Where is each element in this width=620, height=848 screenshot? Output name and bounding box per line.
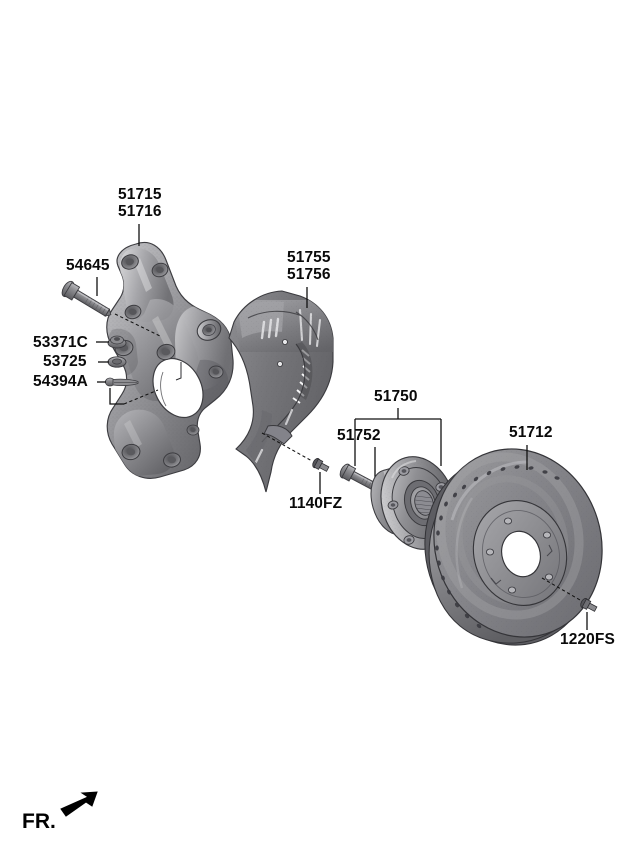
part-cotter-pin-54394A: 54394A bbox=[33, 373, 159, 405]
shield-mount-hole-upper bbox=[282, 339, 288, 345]
bracket-51750 bbox=[354, 418, 442, 466]
part-label-51755: 51755 bbox=[287, 249, 331, 266]
part-label-51756: 51756 bbox=[287, 266, 331, 283]
orientation-label: FR. bbox=[22, 810, 56, 833]
brake-disc-center-bore bbox=[501, 530, 541, 578]
knuckle-hub-bore bbox=[152, 357, 204, 419]
part-label-51712: 51712 bbox=[509, 424, 553, 441]
part-label-1140FZ: 1140FZ bbox=[289, 495, 343, 512]
part-label-54645: 54645 bbox=[66, 257, 110, 274]
orientation-marker: FR. bbox=[22, 791, 98, 833]
part-label-54394A: 54394A bbox=[33, 373, 88, 390]
part-label-53725: 53725 bbox=[43, 353, 87, 370]
part-bolt-54645: 54645 bbox=[61, 257, 161, 337]
part-label-51750: 51750 bbox=[374, 388, 418, 405]
leader-dash-1220FS bbox=[541, 577, 581, 601]
leader-dash-54394A bbox=[123, 389, 159, 405]
part-label-51752: 51752 bbox=[337, 427, 381, 444]
label-51715-51716: 51715 51716 bbox=[118, 186, 162, 246]
brake-disc-bolt-holes bbox=[485, 517, 554, 594]
hub-spline-bore bbox=[414, 490, 434, 516]
shield-mount-hole-lower bbox=[277, 361, 283, 367]
part-label-1220FS: 1220FS bbox=[560, 631, 615, 648]
part-bolt-1140FZ: 1140FZ bbox=[261, 432, 343, 512]
brake-disc-cooling-vanes bbox=[435, 465, 560, 629]
part-label-51715: 51715 bbox=[118, 186, 162, 203]
part-label-53371C: 53371C bbox=[33, 334, 88, 351]
part-screw-1220FS: 1220FS bbox=[541, 577, 615, 648]
leader-dash-54645 bbox=[114, 313, 161, 337]
part-label-51716: 51716 bbox=[118, 203, 162, 220]
part-splash-shield: 51755 51756 bbox=[228, 249, 334, 493]
leader-bracket-54394A bbox=[109, 388, 124, 405]
knuckle-mounting-bosses bbox=[114, 254, 224, 468]
part-nut-53371C: 53371C bbox=[33, 334, 127, 351]
leader-dash-1140FZ bbox=[261, 432, 313, 462]
part-washer-53725: 53725 bbox=[43, 353, 127, 370]
front-direction-arrow-icon bbox=[60, 791, 98, 817]
